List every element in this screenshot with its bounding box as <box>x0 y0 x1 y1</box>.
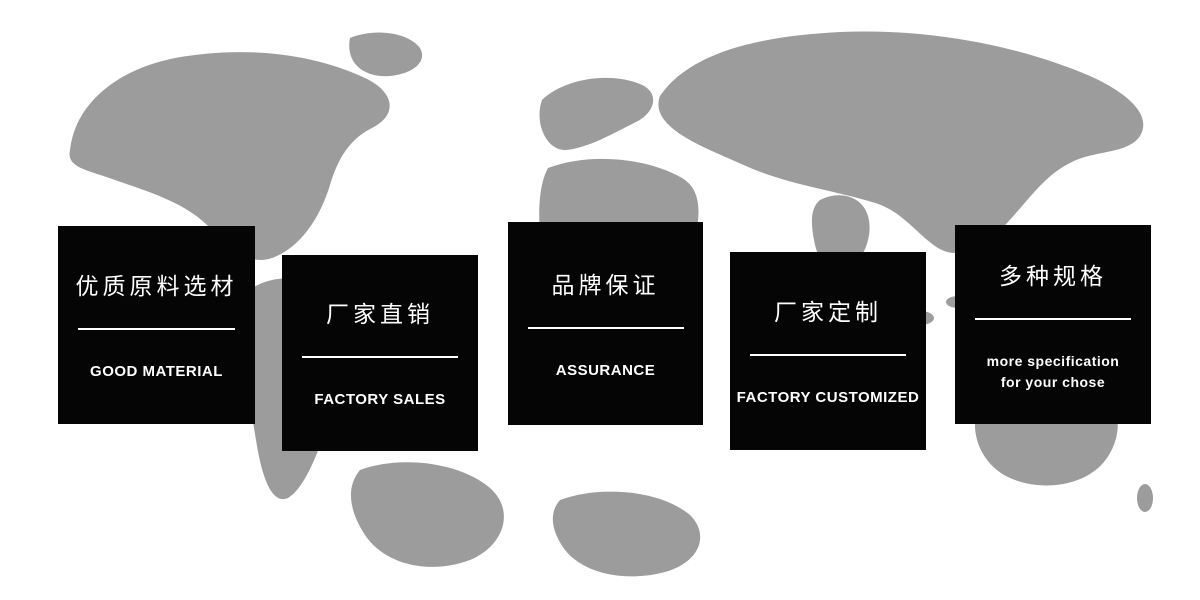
card-title-en: FACTORY SALES <box>314 391 446 409</box>
card-divider <box>527 326 684 329</box>
map-blob-bottom-center <box>552 491 701 577</box>
card-title-zh: 品牌保证 <box>551 271 660 298</box>
card-divider <box>77 328 236 331</box>
continent-asia <box>658 31 1144 254</box>
feature-card-factory-customized: 厂家定制 FACTORY CUSTOMIZED <box>730 252 926 450</box>
feature-card-assurance: 品牌保证 ASSURANCE <box>508 222 703 425</box>
card-divider <box>749 354 907 357</box>
continent-europe <box>539 77 654 151</box>
card-title-en: ASSURANCE <box>555 361 656 379</box>
island-greenland <box>349 32 423 77</box>
card-title-zh: 厂家直销 <box>326 301 434 328</box>
feature-card-factory-sales: 厂家直销 FACTORY SALES <box>282 255 478 451</box>
card-divider <box>301 356 459 359</box>
map-blob-bottom-left <box>350 462 504 567</box>
card-title-zh: 优质原料选材 <box>75 273 238 300</box>
continent-north-america <box>69 52 390 260</box>
card-title-en: GOOD MATERIAL <box>90 363 223 381</box>
feature-card-more-specification: 多种规格 more specification for your chose <box>955 225 1151 424</box>
card-title-en: FACTORY CUSTOMIZED <box>736 389 920 407</box>
feature-card-good-material: 优质原料选材 GOOD MATERIAL <box>58 226 255 424</box>
card-title-zh: 厂家定制 <box>774 299 882 326</box>
card-title-en: more specification for your chose <box>986 353 1120 390</box>
island-new-zealand <box>1137 484 1153 512</box>
card-title-zh: 多种规格 <box>999 263 1107 290</box>
card-divider <box>974 318 1132 321</box>
